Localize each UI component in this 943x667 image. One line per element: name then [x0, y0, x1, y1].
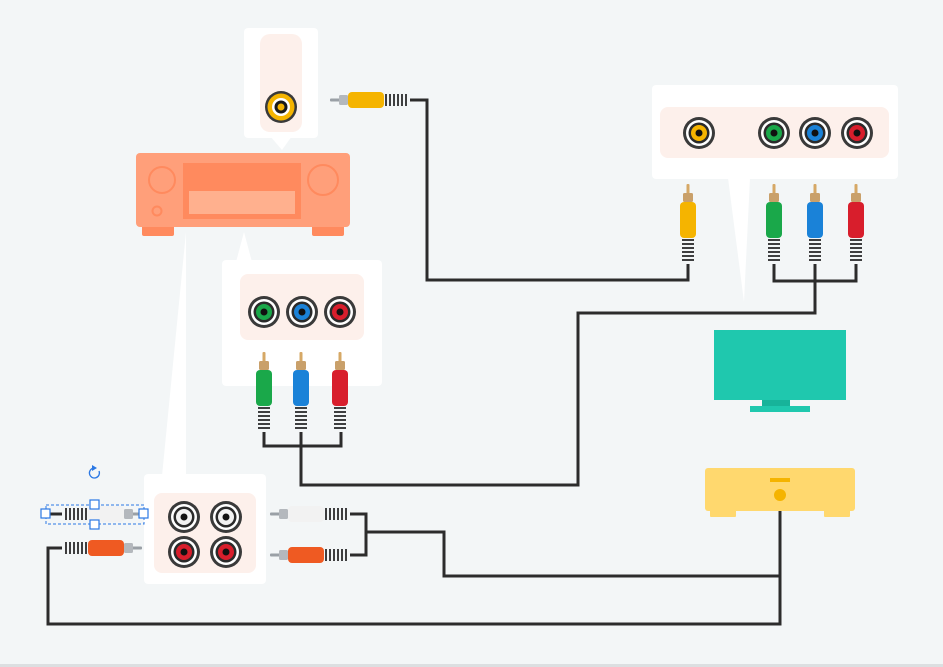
canvas-bottom-border: [0, 664, 943, 667]
av-receiver[interactable]: [136, 153, 350, 236]
receiver-component-bundle: [262, 432, 343, 448]
receiver-green-jack: [248, 296, 280, 328]
receiver-red-jack: [324, 296, 356, 328]
composite-plug-receiver[interactable]: [329, 91, 407, 109]
tv-blue-plug[interactable]: [806, 183, 824, 261]
console-audio-callout: [144, 474, 266, 584]
audio-white-jack-1: [168, 501, 200, 533]
tv-red-plug[interactable]: [847, 183, 865, 261]
rotate-handle-icon[interactable]: [88, 465, 101, 479]
audio-white-plug-right[interactable]: [269, 505, 347, 523]
tv-input-callout: [652, 85, 898, 179]
television[interactable]: [714, 330, 846, 412]
composite-output-callout: [244, 28, 318, 138]
receiver-blue-jack: [286, 296, 318, 328]
receiver-component-callout: [222, 260, 382, 386]
audio-red-jack-2: [210, 536, 242, 568]
audio-red-jack-1: [168, 536, 200, 568]
tv-green-jack: [758, 117, 790, 149]
tv-callout-pointer: [728, 178, 750, 302]
tv-composite-jack: [683, 117, 715, 149]
tv-green-plug[interactable]: [765, 183, 783, 261]
audio-white-jack-2: [210, 501, 242, 533]
selection-handles[interactable]: [40, 499, 149, 530]
composite-cable: [410, 98, 690, 282]
tv-composite-plug[interactable]: [679, 183, 697, 261]
audio-white-plug-left[interactable]: [65, 505, 143, 523]
audio-orange-plug-left[interactable]: [65, 539, 143, 557]
composite-jack-receiver: [265, 91, 297, 123]
console-callout-pointer: [162, 232, 186, 476]
tv-component-bundle: [299, 264, 858, 487]
game-console[interactable]: [705, 468, 855, 517]
audio-orange-plug-right[interactable]: [269, 546, 347, 564]
tv-blue-jack: [799, 117, 831, 149]
receiver-back-callout-pointer: [236, 232, 252, 262]
tv-red-jack: [841, 117, 873, 149]
audio-cable-bundle: [350, 512, 780, 578]
receiver-top-callout-pointer: [270, 136, 292, 150]
